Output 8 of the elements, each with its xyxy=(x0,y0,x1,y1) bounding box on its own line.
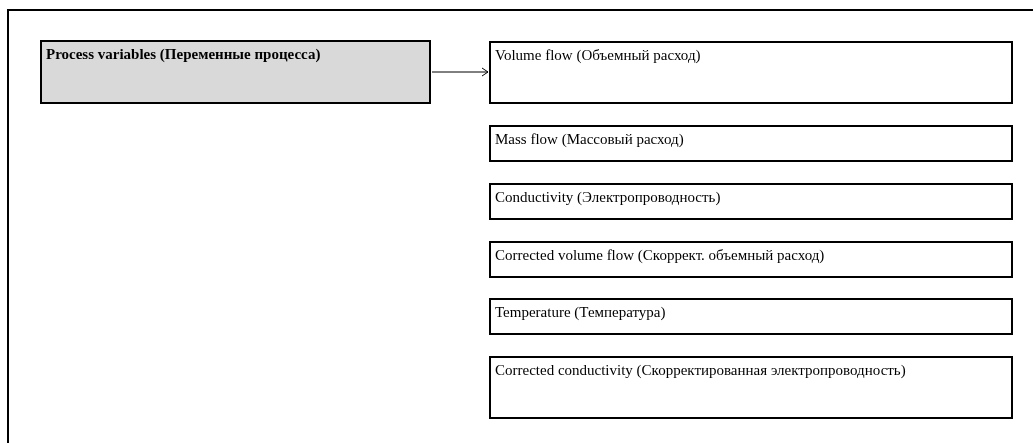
menu-item-box: Corrected conductivity (Скорректированная электропроводность) xyxy=(489,356,1013,419)
menu-item-box: Temperature (Температура) xyxy=(489,298,1013,335)
menu-item-box: Mass flow (Массовый расход) xyxy=(489,125,1013,162)
menu-item-box: Volume flow (Объемный расход) xyxy=(489,41,1013,104)
menu-item-box: Conductivity (Электропроводность) xyxy=(489,183,1013,220)
menu-item-box: Corrected volume flow (Скоррект. объемный расход) xyxy=(489,241,1013,278)
arrow xyxy=(431,67,489,77)
menu-heading-box: Process variables (Переменные процесса) xyxy=(40,40,431,104)
